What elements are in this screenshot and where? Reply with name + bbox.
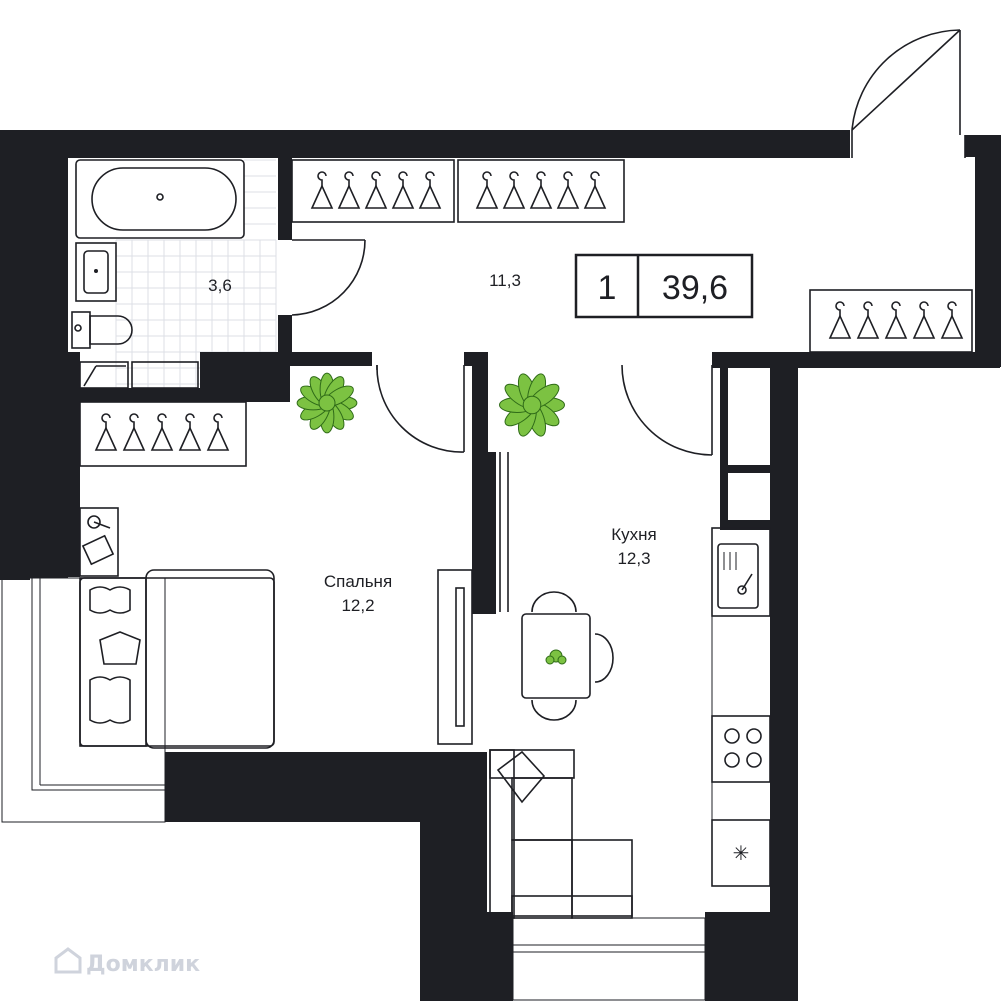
walls: [0, 130, 1001, 1001]
sliding-partition: [499, 452, 509, 612]
summary-badge: 1 39,6: [574, 253, 754, 319]
hanger-icon: [418, 171, 442, 209]
washbasin: [75, 242, 117, 302]
bedroom-area: 12,2: [341, 596, 374, 615]
watermark: Домклик: [54, 947, 200, 977]
house-logo-icon: [54, 947, 82, 974]
hanger-icon: [150, 413, 174, 451]
hanger-icon: [364, 171, 388, 209]
fridge: ✳: [711, 819, 771, 887]
bedroom-name: Спальня: [324, 572, 392, 591]
hanger-icon: [828, 301, 852, 339]
hanger-icon: [391, 171, 415, 209]
bedroom-door: [376, 364, 465, 453]
hanger-icon: [912, 301, 936, 339]
svg-text:✳: ✳: [733, 841, 750, 865]
hangers: [94, 171, 964, 451]
hanger-icon: [583, 171, 607, 209]
total-area: 39,6: [662, 269, 728, 307]
hanger-icon: [310, 171, 334, 209]
hanger-icon: [884, 301, 908, 339]
utility-niche: [79, 361, 199, 389]
stove: [711, 715, 771, 783]
wardrobe-bedroom: [79, 401, 247, 467]
plant-hall: [296, 372, 358, 434]
bathtub: [75, 159, 245, 239]
kitchen-door: [621, 364, 713, 456]
hanger-icon: [94, 413, 118, 451]
wardrobe-hall-2: [457, 159, 625, 223]
nightstand: [79, 507, 119, 577]
plant-kitchen: [499, 373, 565, 437]
hanger-icon: [178, 413, 202, 451]
bathroom-tiles: [115, 159, 277, 388]
hanger-icon: [122, 413, 146, 451]
sofa: [489, 749, 633, 919]
watermark-text: Домклик: [86, 952, 200, 977]
hanger-icon: [940, 301, 964, 339]
bathroom-area: 3,6: [208, 276, 232, 295]
wardrobe-hall-3: [809, 289, 973, 353]
balcony-bottom: [512, 917, 706, 1001]
hanger-icon: [337, 171, 361, 209]
hanger-icon: [502, 171, 526, 209]
tv-stand: [437, 569, 473, 745]
balcony-left: [1, 577, 166, 823]
hanger-icon: [475, 171, 499, 209]
bathroom-door: [291, 239, 366, 316]
wardrobe-hall-1: [291, 159, 455, 223]
kitchen-name: Кухня: [611, 525, 657, 544]
toilet: [71, 311, 133, 349]
rooms-count: 1: [598, 269, 617, 307]
hanger-icon: [856, 301, 880, 339]
bed: [79, 569, 275, 749]
hanger-icon: [529, 171, 553, 209]
entrance-door: [851, 29, 966, 158]
hanger-icon: [556, 171, 580, 209]
kitchen-area: 12,3: [617, 549, 650, 568]
kitchen-sink: [711, 527, 771, 617]
hanger-icon: [206, 413, 230, 451]
hallway-area: 11,3: [489, 271, 521, 290]
dining-table: [521, 591, 614, 721]
